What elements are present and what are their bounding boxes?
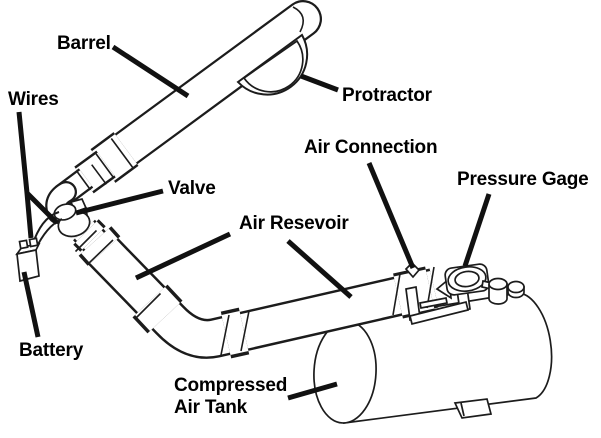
valve-drawing (45, 181, 91, 238)
leader-lines (16, 44, 492, 401)
leader-air-resevoir-right (286, 239, 353, 299)
leader-valve (75, 188, 164, 216)
label-valve: Valve (168, 178, 216, 199)
leader-compressed-air-tank (287, 381, 338, 401)
label-air-connection: Air Connection (304, 137, 438, 158)
label-protractor: Protractor (342, 85, 432, 106)
compressed-air-tank-drawing (313, 292, 553, 424)
label-barrel: Barrel (57, 33, 111, 54)
label-compressed-air-tank: Compressed Air Tank (174, 375, 288, 419)
label-battery: Battery (19, 340, 84, 361)
air-connection-drawing (404, 261, 471, 326)
leader-air-connection (366, 162, 416, 269)
pressure-gage-drawing (435, 263, 525, 305)
leader-air-resevoir-left (134, 231, 232, 281)
battery-drawing (15, 237, 41, 283)
label-wires: Wires (8, 89, 59, 110)
label-air-resevoir: Air Resevoir (239, 213, 349, 234)
leader-battery (21, 271, 41, 338)
leader-wires (16, 111, 59, 239)
protractor-drawing (236, 33, 309, 96)
leader-pressure-gage (462, 193, 492, 267)
leader-barrel (111, 44, 190, 99)
label-pressure-gage: Pressure Gage (457, 169, 589, 190)
barrel-drawing (54, 0, 322, 206)
leader-protractor (300, 73, 339, 93)
